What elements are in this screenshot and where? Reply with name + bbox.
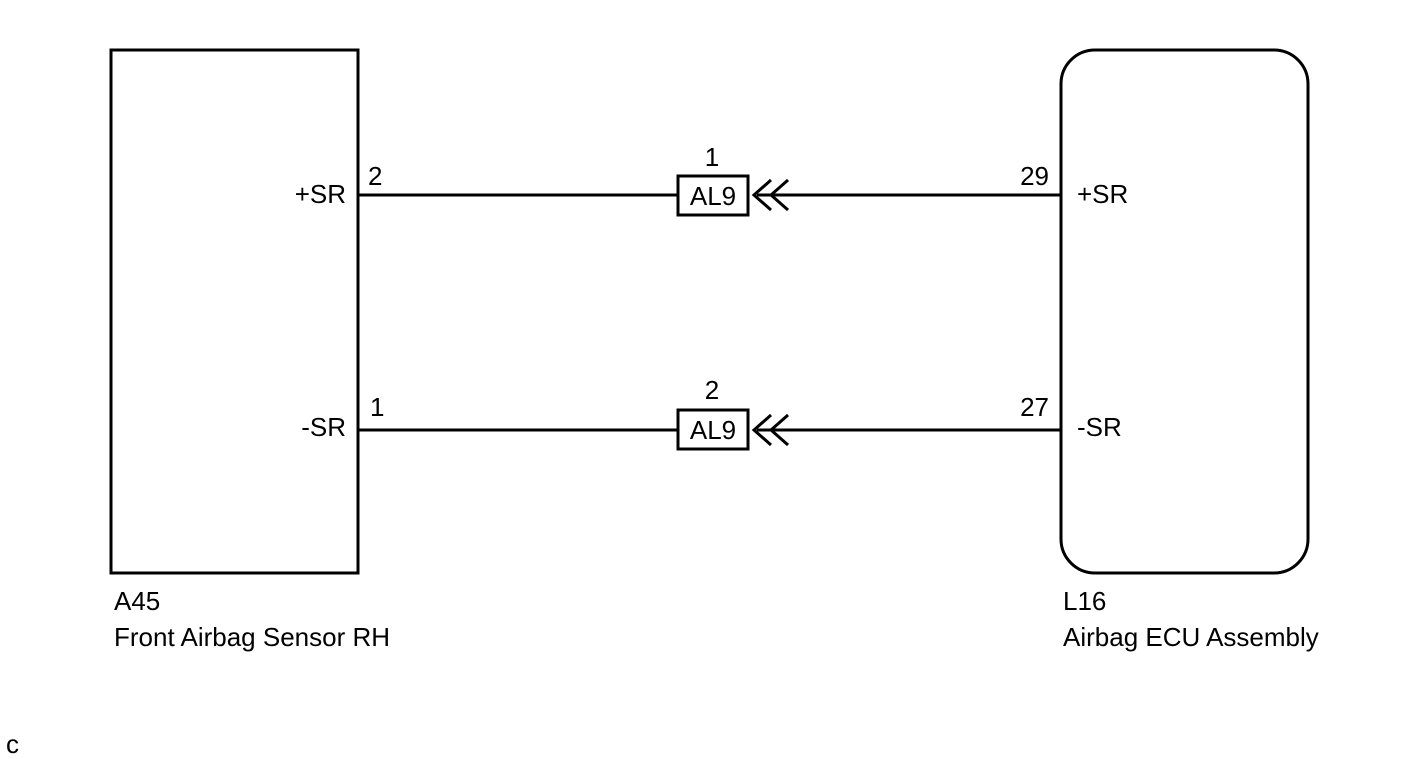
left-pin-number: 1 [370, 392, 384, 422]
connector-pin-number: 1 [705, 142, 719, 172]
right-pin-number: 29 [1020, 161, 1049, 191]
right-pin-signal: +SR [1077, 179, 1128, 209]
connector-chevron-icon [768, 413, 789, 447]
right-pin-number: 27 [1020, 392, 1049, 422]
front-airbag-sensor-box [109, 48, 360, 575]
right-pin-signal: -SR [1077, 412, 1122, 442]
connector-label: AL9 [690, 181, 736, 211]
left-pin-number: 2 [368, 161, 382, 191]
connector-al9-box-1 [676, 174, 750, 217]
connector-chevron-icon [768, 178, 789, 212]
left-pin-signal: +SR [295, 179, 346, 209]
left-component-code: A45 [114, 586, 160, 616]
connector-label: AL9 [690, 415, 736, 445]
right-component-code: L16 [1063, 586, 1106, 616]
airbag-ecu-box [1059, 48, 1310, 575]
right-component-name: Airbag ECU Assembly [1063, 622, 1319, 652]
connector-al9-box-2 [676, 408, 750, 451]
left-pin-signal: -SR [301, 412, 346, 442]
left-component-name: Front Airbag Sensor RH [114, 622, 390, 652]
connector-pin-number: 2 [705, 375, 719, 405]
footer-mark: c [6, 729, 19, 759]
connector-chevron-icon [751, 413, 772, 447]
connector-chevron-icon [751, 178, 772, 212]
